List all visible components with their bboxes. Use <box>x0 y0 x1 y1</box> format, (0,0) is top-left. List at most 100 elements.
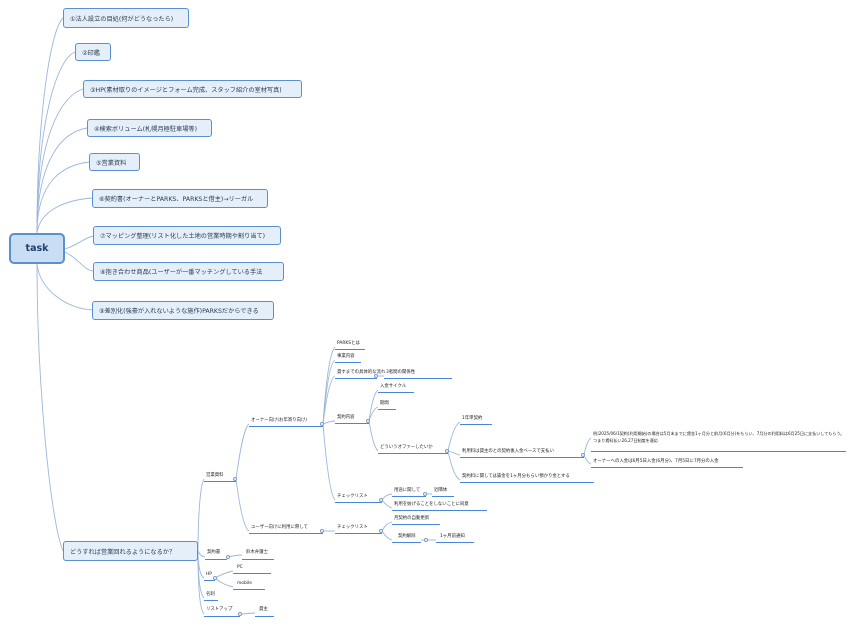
lawyer-underline <box>242 559 274 560</box>
example-underline <box>591 451 846 452</box>
one-year-label: 1年単契約 <box>462 416 483 421</box>
contract-no-cost-label: 契約料に関しては賃金を1ヶ月分もらい預かり金とする <box>462 474 570 479</box>
checklist-user-underline <box>335 533 382 534</box>
auto-renew-label: 月契約の自動更新 <box>394 516 430 521</box>
sales-material-collapse[interactable] <box>233 477 237 481</box>
cancellation-underline <box>392 542 421 543</box>
what-is-parks-label: PARKSとは <box>337 341 360 346</box>
owner-target-label: オーナー向け(お年寄り向け) <box>251 418 308 423</box>
offer-label: どういうオファーしたいか <box>380 445 433 450</box>
list-up-label: リストアップ <box>206 607 233 612</box>
task-node-5[interactable]: ⑤営業資料 <box>89 153 140 171</box>
cancellation-collapse[interactable] <box>424 538 428 542</box>
about-usage-underline <box>392 496 426 497</box>
flow-collapse[interactable] <box>374 374 378 378</box>
neighbor-underline <box>432 496 454 497</box>
relation-label: 3者間の関係性 <box>386 370 416 375</box>
relation-underline <box>384 378 452 379</box>
offer-underline <box>378 453 448 454</box>
task-label-6: ⑥契約書(オーナーとPARKS、PARKSと借主)→リーガル <box>99 196 254 203</box>
business-content-label: 事業内容 <box>337 354 355 359</box>
task-label-4: ④検索ボリューム(札幌月極駐車場等) <box>94 125 198 133</box>
flow-label: 貸すまでの具体的な流れ <box>337 370 386 375</box>
flow-underline <box>335 378 377 379</box>
main-question-label: どうすれば営業回れるようになるか？ <box>70 548 176 556</box>
contract-no-cost-underline <box>460 482 594 483</box>
user-target-underline <box>249 533 323 534</box>
about-usage-label: 用途に関して <box>394 488 421 493</box>
notice-label: 1ヶ月前通知 <box>440 534 465 539</box>
task-label-8: ⑧抱き合わせ商品(ユーザーが一番マッチングしている手法 <box>100 269 263 276</box>
business-card-label: 名刺 <box>206 592 215 597</box>
what-is-parks-underline <box>335 349 365 350</box>
payment-cycle-underline <box>378 392 414 393</box>
task-label-2: ②印鑑 <box>82 49 100 57</box>
task-node-6[interactable]: ⑥契約書(オーナーとPARKS、PARKSと借主)→リーガル <box>92 189 268 208</box>
offer-collapse[interactable] <box>445 449 449 453</box>
list-up-collapse[interactable] <box>238 612 242 616</box>
owner-target-underline <box>249 426 323 427</box>
mobile-underline <box>233 589 265 590</box>
contract-doc-underline <box>205 559 227 560</box>
pc-underline <box>233 573 271 574</box>
period-label: 期間 <box>380 401 389 406</box>
cancellation-label: 契約解除 <box>398 534 416 539</box>
auto-renew-underline <box>392 524 440 525</box>
task-node-7[interactable]: ⑦マッピング整理(リスト化した土地の営業時期や割り当て) <box>93 226 281 245</box>
pc-label: PC <box>237 565 243 570</box>
mobile-label: mobile <box>237 581 252 586</box>
checklist-user-label: チェックリスト <box>337 525 368 530</box>
one-year-underline <box>460 424 492 425</box>
task-label-3: ③HP(素材取りのイメージとフォーム完成、スタッフ紹介の室材写真) <box>90 86 282 94</box>
root-label: task <box>25 243 49 254</box>
task-node-2[interactable]: ②印鑑 <box>75 43 111 61</box>
list-up-underline <box>204 616 240 617</box>
task-label-5: ⑤営業資料 <box>96 159 127 167</box>
checklist-owner-collapse[interactable] <box>379 498 383 502</box>
task-label-9: ⑨差別化(強豪が入れないような施作)PARKSだからできる <box>99 308 259 315</box>
notice-underline <box>436 542 474 543</box>
checklist-owner-underline <box>335 502 382 503</box>
payment-cycle-label: 入金サイクル <box>380 384 407 389</box>
user-target-collapse[interactable] <box>320 529 324 533</box>
landlord-underline <box>255 616 274 617</box>
period-underline <box>378 409 396 410</box>
owner-target-collapse[interactable] <box>320 422 324 426</box>
owner-payment-underline <box>591 467 743 468</box>
task-node-8[interactable]: ⑧抱き合わせ商品(ユーザーが一番マッチングしている手法 <box>93 262 284 281</box>
fee-basis-underline <box>460 457 584 458</box>
owner-payment-label: オーナーへの入金は6月5日入金(6月分)、7月5日に7月分の入金 <box>593 459 719 464</box>
about-usage-collapse[interactable] <box>423 492 427 496</box>
contract-doc-collapse[interactable] <box>226 555 230 559</box>
sales-material-underline <box>204 481 236 482</box>
task-node-9[interactable]: ⑨差別化(強豪が入れないような施作)PARKSだからできる <box>92 301 274 320</box>
lawyer-label: 鈴木弁護士 <box>246 550 268 555</box>
hp-collapse[interactable] <box>213 576 217 580</box>
checklist-user-collapse[interactable] <box>379 529 383 533</box>
user-target-label: ユーザー向けに利用に際して <box>251 525 308 530</box>
contract-content-label: 契約内容 <box>337 415 355 420</box>
business-content-underline <box>335 362 361 363</box>
example-label-line1: 例)2025/06/1契約(利用開始)の場合は5月末までに賃金1ヶ月分と前月(6… <box>593 431 845 443</box>
contract-content-underline <box>335 423 369 424</box>
fee-basis-label: 利用料は貸主のとの契約後入金ベースで支払い <box>462 449 554 454</box>
task-label-7: ⑦マッピング整理(リスト化した土地の営業時期や割り当て) <box>100 233 266 240</box>
task-label-1: ①法人設立の目処(何がどうなったら) <box>70 15 174 23</box>
main-question-node[interactable]: どうすれば営業回れるようになるか？ <box>63 541 198 561</box>
contract-content-collapse[interactable] <box>366 419 370 423</box>
hp-underline <box>204 580 215 581</box>
fee-basis-collapse[interactable] <box>581 453 585 457</box>
task-node-3[interactable]: ③HP(素材取りのイメージとフォーム完成、スタッフ紹介の室材写真) <box>83 80 302 98</box>
root-node[interactable]: task <box>9 233 65 264</box>
hp-label: HP <box>206 572 212 577</box>
sales-material-label: 営業資料 <box>206 473 224 478</box>
neighbor-label: 近隣体 <box>434 488 448 493</box>
business-card-underline <box>204 600 218 601</box>
task-node-1[interactable]: ①法人設立の目処(何がどうなったら) <box>63 8 189 28</box>
consent-label: 利用を妨げることをしないことに同意 <box>394 502 469 507</box>
task-node-4[interactable]: ④検索ボリューム(札幌月極駐車場等) <box>87 119 212 137</box>
contract-doc-label: 契約書 <box>207 550 221 555</box>
landlord-label: 貸主 <box>259 607 268 612</box>
checklist-owner-label: チェックリスト <box>337 494 368 499</box>
